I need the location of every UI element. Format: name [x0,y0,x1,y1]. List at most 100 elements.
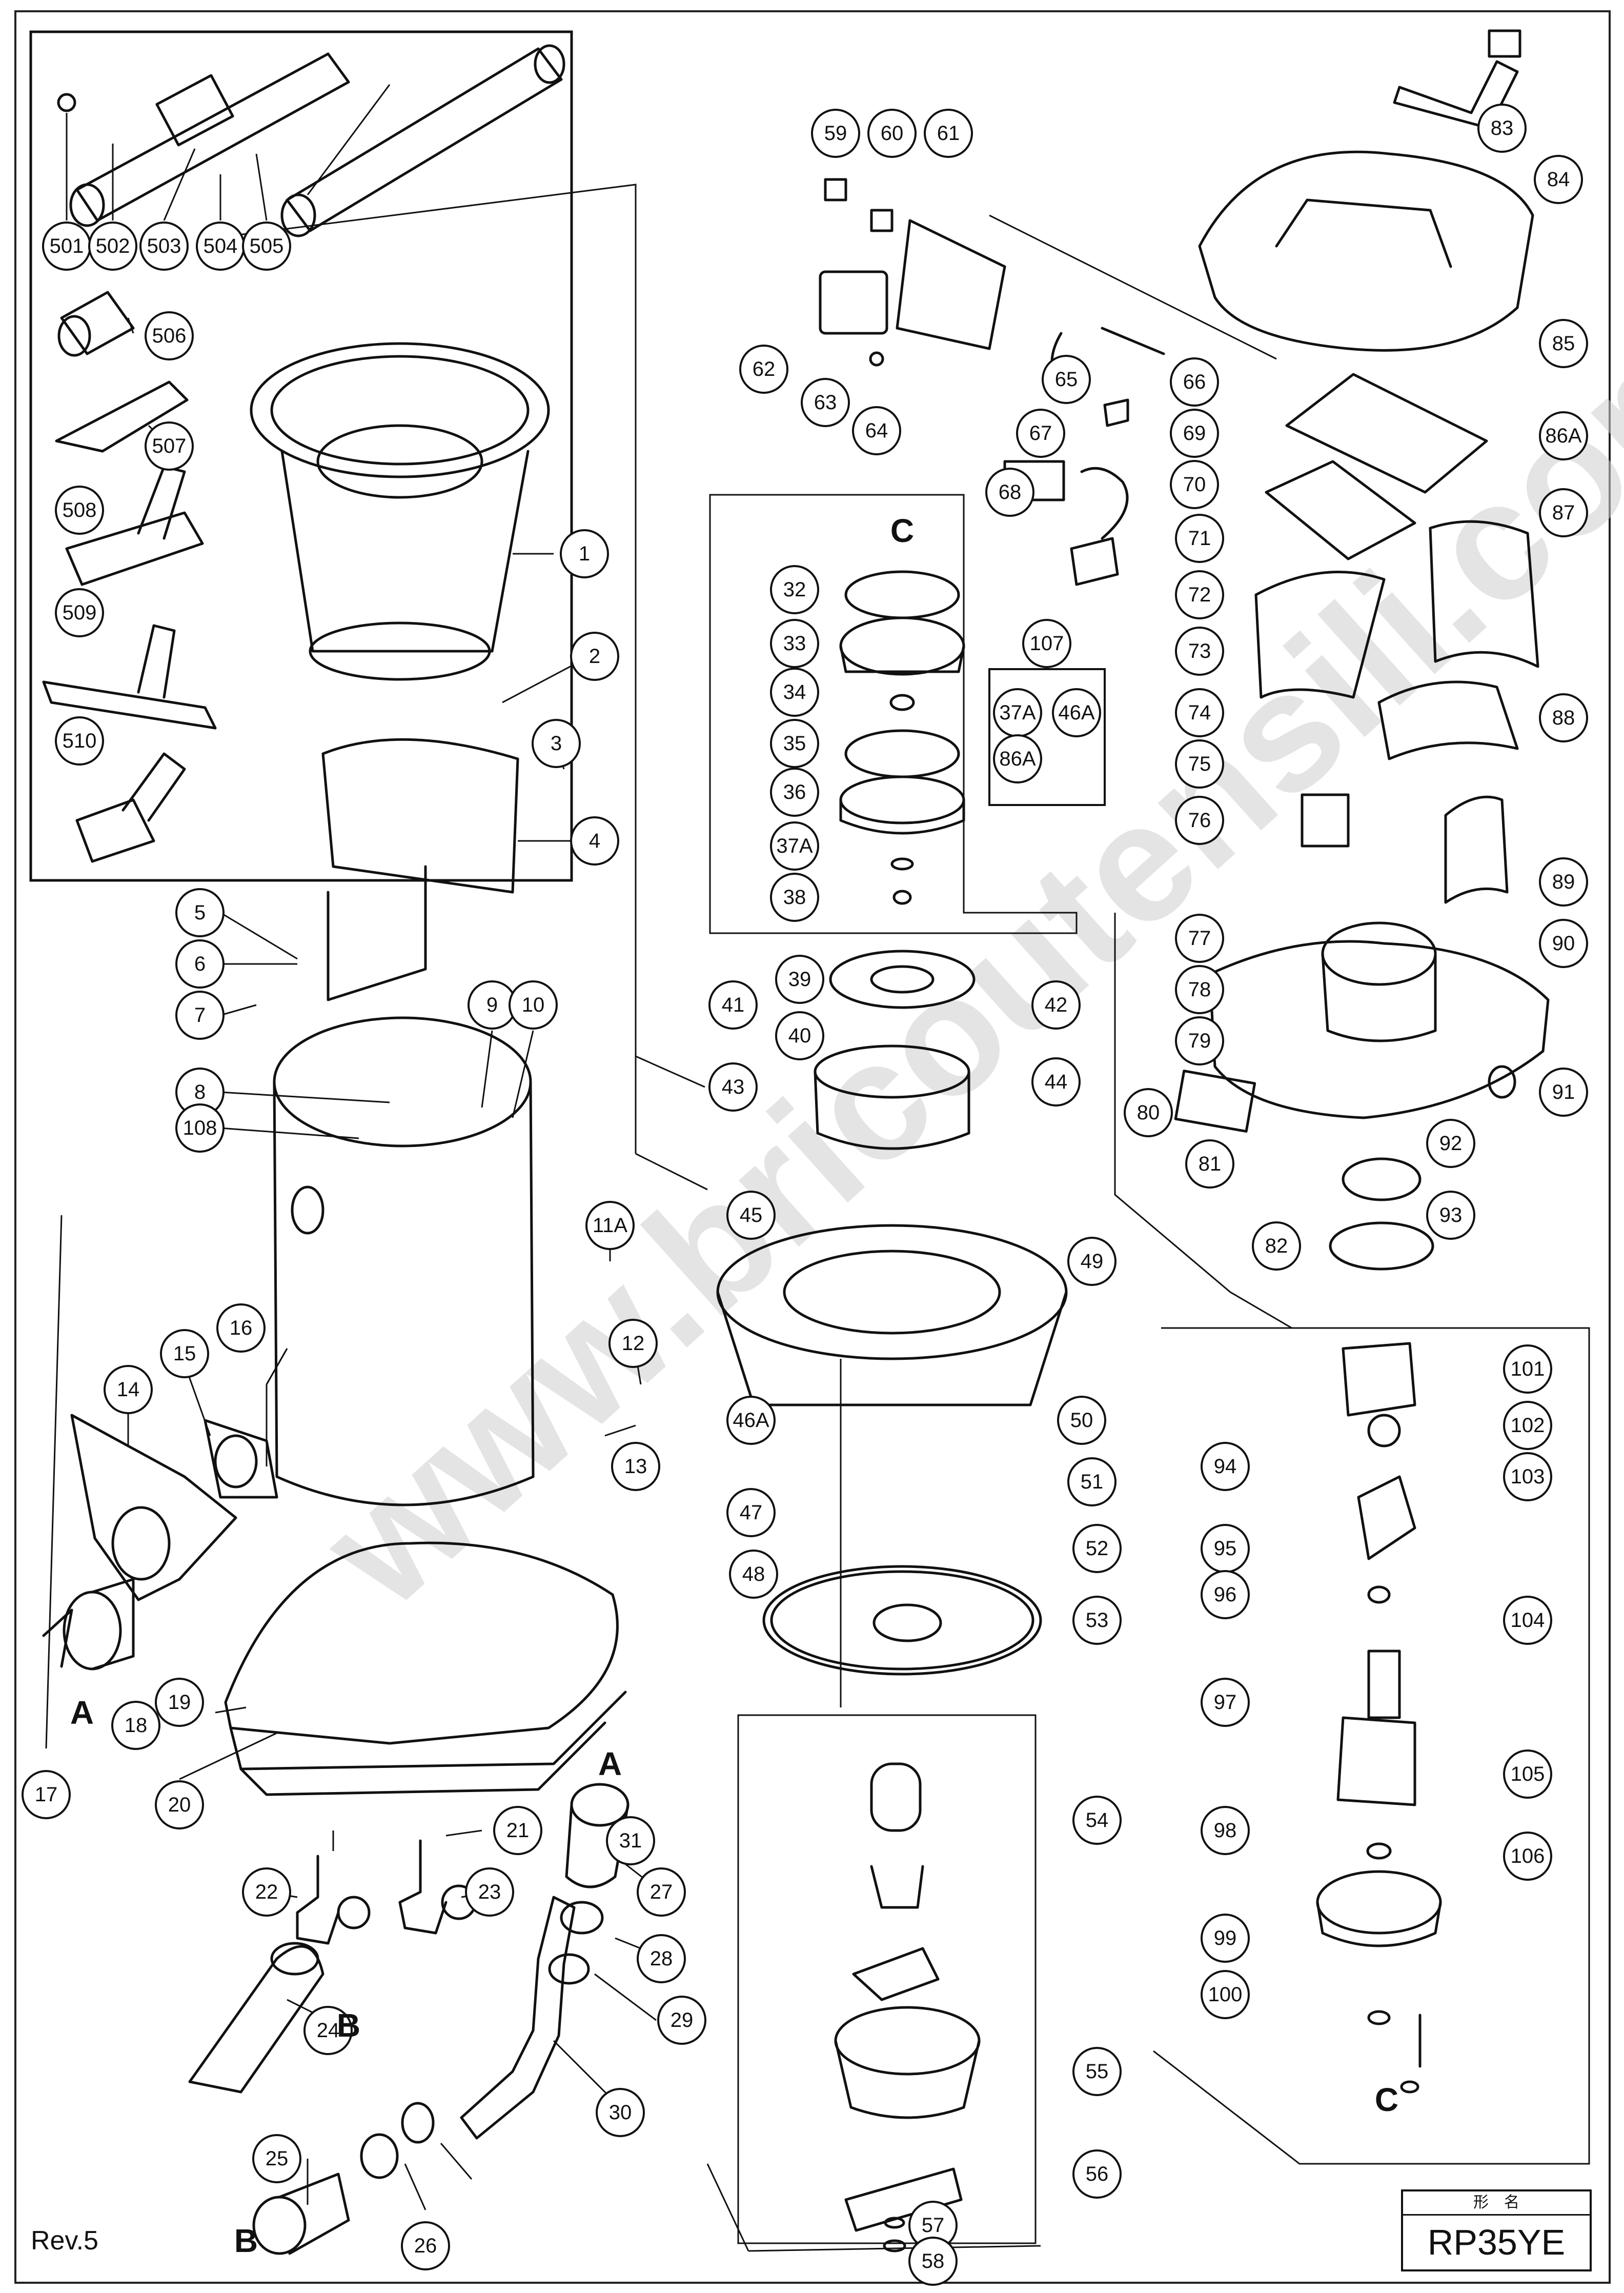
callout-circle [1072,1524,1122,1573]
part-number-label: 74 [1188,701,1211,724]
extension-tube-with-clamp [57,52,350,227]
part-number-label: 78 [1188,978,1211,1001]
part-number-label: 107 [1030,632,1064,655]
callout-circle [1175,570,1224,619]
page-frame [14,10,1611,2284]
part-callout: 84 [1534,155,1583,204]
callout-circle [1503,1452,1552,1501]
part-callout: 81 [1185,1139,1234,1189]
flexible-hose [460,1896,576,2140]
grommet [1488,1065,1516,1099]
callout-circle [1175,1016,1224,1065]
part-callout: 25 [252,2134,301,2183]
part-number-label: 66 [1183,371,1206,393]
part-callout: 44 [1031,1057,1081,1107]
part-callout: 96 [1201,1570,1250,1619]
part-number-label: 14 [117,1378,140,1401]
part-number-label: 12 [622,1332,645,1355]
part-number-label: 13 [624,1455,647,1478]
part-callout: 38 [770,873,819,922]
part-callout: 510 [55,716,104,766]
callout-circle [1170,460,1219,509]
part-callout: 26 [401,2221,450,2270]
part-callout: 14 [104,1365,153,1414]
inlet-gasket [204,1419,278,1499]
part-number-label: 509 [63,601,97,624]
part-number-label: 87 [1552,501,1575,524]
motor-seal-and-cover [814,950,976,1150]
callout-circle [770,768,819,817]
part-number-label: 27 [650,1881,673,1903]
part-number-label: 20 [168,1794,191,1816]
part-callout: 79 [1175,1016,1224,1065]
callout-circle [908,2237,958,2286]
part-callout: 76 [1175,796,1224,845]
part-callout: 24 [303,2006,353,2055]
callout-circle [1175,739,1224,789]
part-number-label: 102 [1511,1414,1545,1437]
part-callout: 51 [1067,1457,1116,1506]
part-number-label: 505 [250,235,284,257]
callout-circle [139,222,189,271]
part-callout: 28 [637,1934,686,1983]
part-callout: 18 [111,1701,160,1750]
part-callout: 31 [606,1816,655,1865]
part-callout: 42 [1031,980,1081,1030]
part-number-label: 100 [1208,1983,1243,2006]
part-callout: 2 [570,632,619,681]
part-number-label: 507 [152,435,187,457]
part-callout: 80 [1124,1088,1173,1137]
part-number-label: 504 [204,235,238,257]
callout-circle [811,109,860,158]
part-number-label: 93 [1439,1204,1463,1226]
callout-circle [708,1062,758,1112]
part-callout: 504 [196,222,245,271]
callout-circle [775,955,824,1004]
part-callout: 86A [1539,411,1588,460]
part-number-label: 32 [783,578,806,601]
group-107-callout: 107 [1022,619,1071,668]
group-107-callout: 37A [993,688,1042,737]
part-number-label: 508 [63,499,97,521]
callout-circle [1539,319,1588,368]
callout-circle [739,345,788,394]
part-callout: 87 [1539,488,1588,537]
part-number-label: 45 [740,1204,763,1226]
caster-23 [398,1839,477,1935]
callout-circle [242,222,291,271]
part-callout: 82 [1252,1221,1301,1271]
callout-circle [465,1867,514,1917]
part-callout: 5 [175,888,225,937]
part-callout: 64 [852,406,901,455]
callout-circle [1539,693,1588,742]
part-number-label: 54 [1086,1809,1109,1832]
hose-cuff-left [252,2102,435,2255]
callout-circle [493,1806,542,1855]
part-callout: 45 [726,1191,776,1240]
part-number-label: 96 [1214,1583,1237,1606]
part-callout: 108 [175,1103,225,1153]
part-number-label: 7 [194,1004,206,1027]
part-number-label: 58 [922,2250,945,2272]
o-ring [1329,1221,1434,1271]
part-number-label: 39 [788,968,811,991]
part-number-label: 501 [50,235,84,257]
callout-circle [1175,965,1224,1014]
part-number-label: 55 [1086,2060,1109,2083]
head-frame [716,1224,1068,1406]
callout-circle [1426,1119,1475,1168]
part-callout: 40 [775,1011,824,1060]
callout-circle [570,816,619,866]
part-callout: 103 [1503,1452,1552,1501]
part-callout: 69 [1170,409,1219,458]
part-callout: 49 [1067,1237,1116,1286]
part-number-label: 34 [783,681,806,703]
part-number-label: 94 [1214,1455,1237,1478]
part-number-label: 81 [1199,1153,1222,1175]
part-number-label: 510 [63,730,97,752]
part-callout: 20 [155,1780,204,1829]
callout-circle [1031,980,1081,1030]
part-callout: 21 [493,1806,542,1855]
part-number-label: 16 [230,1317,253,1339]
part-callout: 35 [770,719,819,768]
